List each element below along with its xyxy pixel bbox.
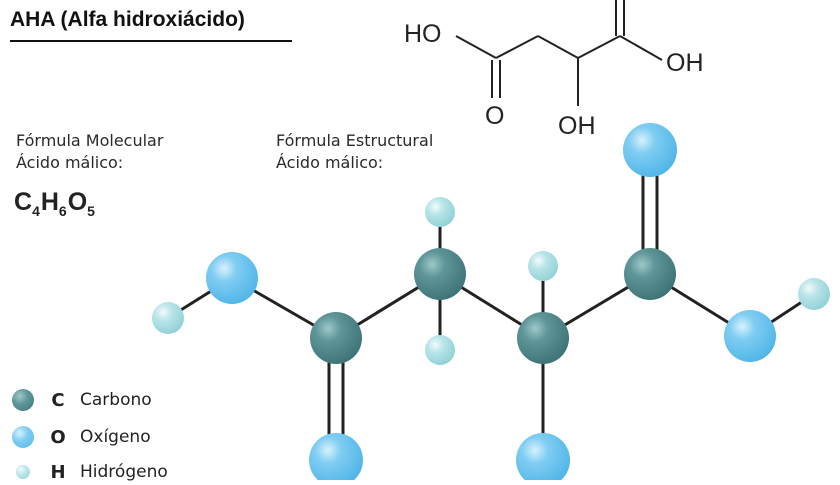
molecule-atoms [152,123,830,480]
bond-c2-c3 [537,35,579,59]
atom-oxygen [724,310,776,362]
formula-carbon: C [14,188,33,216]
atom-hydrogen [425,335,455,365]
legend-carbon-name: Carbono [80,390,152,410]
formula-oxygen-count: 5 [87,203,95,219]
legend-hydrogen-name: Hidrógeno [80,462,168,482]
atom-oxygen [516,433,570,480]
legend-oxygen: O Oxígeno [12,424,151,450]
bond-c3-c4 [577,35,621,59]
atom-carbon [414,248,466,300]
structural-formula-label: Fórmula Estructural Ácido málico: [276,130,433,174]
bond-c4-oh [619,35,663,61]
legend-hydrogen: H Hidrógeno [12,459,168,485]
structural-label-line2: Ácido málico: [276,153,384,172]
legend-hydrogen-dot-wrap [12,465,34,479]
legend-oxygen-name: Oxígeno [80,427,151,447]
formula-carbon-count: 4 [32,203,40,219]
atom-oxygen [309,433,363,480]
atom-hydrogen [528,251,558,281]
formula-hydrogen: H [40,188,59,216]
legend-carbon-dot [12,389,34,411]
atom-hydrogen [798,278,830,310]
skeletal-oh-right: OH [666,49,704,77]
skeletal-o-bottom: O [485,102,504,130]
molecular-label-line2: Ácido málico: [16,153,124,172]
atom-hydrogen [425,197,455,227]
atom-oxygen [623,123,677,177]
page-title: AHA (Alfa hidroxiácido) [10,8,245,31]
legend-carbon: C Carbono [12,387,152,413]
bond-ho-c1 [455,35,497,59]
legend-oxygen-symbol: O [50,426,66,448]
atom-carbon [624,248,676,300]
atom-carbon [310,312,362,364]
legend-oxygen-dot [12,426,34,448]
skeletal-ho-left: HO [404,20,442,48]
skeletal-structure [455,0,663,106]
atom-hydrogen [152,302,184,334]
structural-label-line1: Fórmula Estructural [276,131,434,150]
skeletal-oh-bottom: OH [558,112,596,140]
legend-carbon-symbol: C [51,389,65,411]
legend-hydrogen-dot [16,465,30,479]
formula-hydrogen-count: 6 [58,203,67,219]
bond-c1-c2 [495,35,539,59]
formula-oxygen: O [67,188,88,216]
molecule-bonds [167,150,815,460]
legend-hydrogen-symbol: H [50,461,66,483]
molecular-formula: C4H6O5 [14,188,96,219]
molecular-label-line1: Fórmula Molecular [16,131,164,150]
atom-carbon [517,312,569,364]
title-underline [10,40,292,42]
atom-oxygen [206,252,258,304]
molecular-formula-label: Fórmula Molecular Ácido málico: [16,130,163,174]
